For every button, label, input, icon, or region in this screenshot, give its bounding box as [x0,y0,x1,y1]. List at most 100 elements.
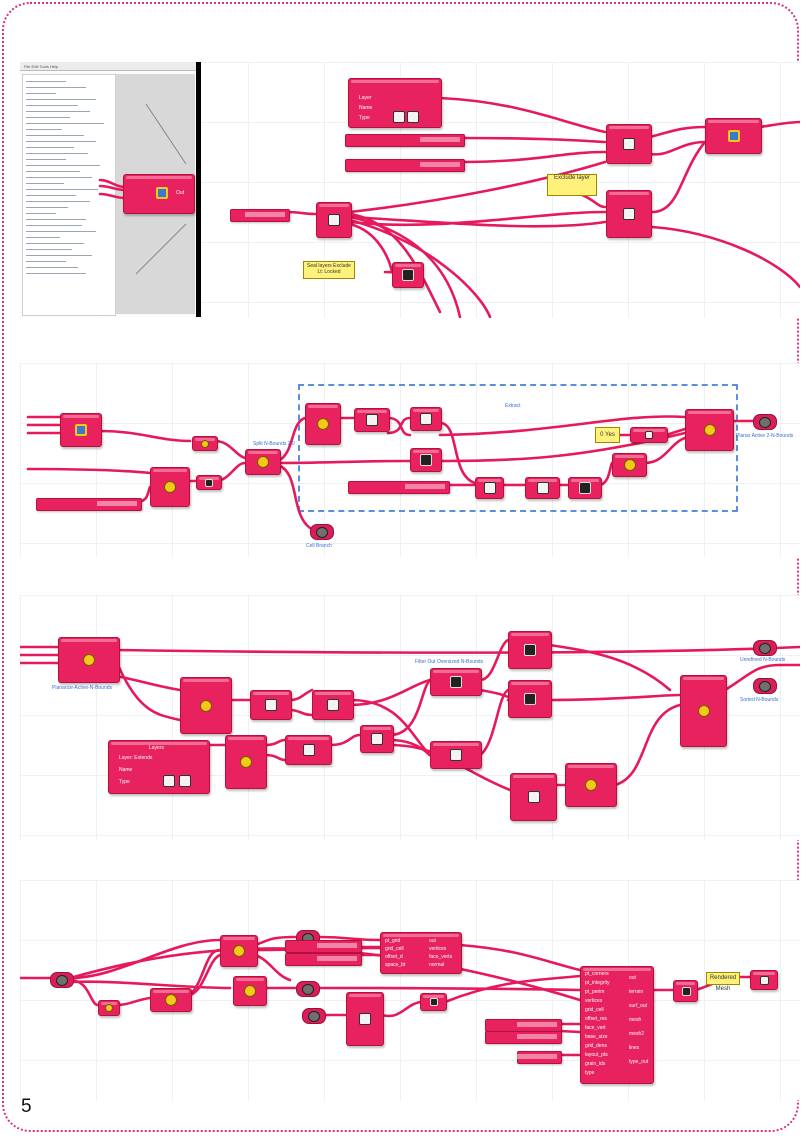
input-param[interactable] [296,981,320,997]
terrain-script-component[interactable]: pt_corners pt_integrity pt_perim vertice… [580,966,654,1084]
layers-component[interactable]: Layers Layer: Extends Name Type [108,740,210,794]
gate-icon [645,431,653,439]
partition-component[interactable] [568,477,602,499]
value-note-text: 0 Yes [600,432,615,438]
port-label: pt_perim [585,989,604,995]
color-component[interactable] [565,763,617,807]
number-slider[interactable] [345,159,465,172]
number-slider[interactable] [36,498,142,511]
list-item-component[interactable] [250,690,292,720]
bake-component[interactable] [392,262,424,288]
list-icon [265,699,277,711]
area-component[interactable] [612,453,647,477]
cull-component[interactable] [360,725,394,753]
layer-swatch-icon [393,111,405,123]
flatten-component[interactable] [410,448,442,472]
note-panel-text: Exclude layer [554,175,590,181]
merge-component[interactable] [685,409,734,451]
number-slider[interactable] [285,953,362,966]
list-item-component[interactable] [354,408,390,432]
explode-component[interactable] [225,735,267,789]
python-output-component[interactable] [705,118,762,154]
port-label: offset_res [585,1016,607,1022]
sort-component[interactable] [508,631,552,669]
output-param[interactable] [753,678,777,694]
small-component[interactable] [196,475,222,490]
cull-component[interactable] [312,690,354,720]
construct-component[interactable] [233,976,267,1006]
input-param[interactable] [50,972,74,988]
small-component[interactable] [420,993,447,1011]
number-component[interactable] [98,1000,120,1016]
split-component[interactable] [245,449,281,475]
dispatch-component[interactable] [525,477,560,499]
point-icon [201,440,209,448]
port-label: lines [629,1045,639,1051]
point-icon [205,479,213,487]
merge-icon [165,994,177,1006]
comment-note-text: Seal layers Exclude Lt: Locked [307,263,351,275]
output-param[interactable] [753,414,777,430]
type-port-label: Type [359,115,370,121]
partition-icon [579,482,591,494]
bounds-icon [528,791,540,803]
port-label: out [629,975,636,981]
port-label: type_out [629,1059,648,1065]
construct-component[interactable] [220,935,258,967]
number-slider[interactable] [485,1031,562,1044]
filter-component[interactable] [606,190,652,238]
python-script-component[interactable]: Out [123,174,195,214]
cull-component[interactable] [410,407,442,431]
list-item-component[interactable] [285,735,332,765]
number-slider[interactable] [348,481,450,494]
layers-title: Layers [149,745,164,751]
small-component[interactable] [192,436,218,451]
dispatch-component[interactable] [430,741,482,769]
python-script-component[interactable] [60,413,102,447]
sort-icon [524,693,536,705]
page-number: 5 [21,1096,32,1118]
sort-component[interactable] [508,680,552,718]
planarize-component[interactable] [58,637,120,683]
number-slider[interactable] [285,940,362,953]
number-slider[interactable] [230,209,290,222]
panel-2-canvas: Extract Split N-Bounds 2.0 Cell Branch [20,363,800,557]
preview-component[interactable] [750,970,778,990]
filter-component[interactable] [430,668,482,696]
explode-icon [240,756,252,768]
merge-component[interactable] [150,988,192,1012]
input-param[interactable] [302,1008,326,1024]
output-param[interactable] [753,640,777,656]
gate-component[interactable] [630,427,668,443]
port-label: normal [429,962,444,968]
mesh-script-component[interactable]: pt_grid grid_cell offset_d space_bt out … [380,932,462,974]
mesh-icon [682,987,691,996]
area-component[interactable] [150,467,190,507]
explode-component[interactable] [305,403,341,445]
transform-component[interactable] [316,202,352,238]
port-label: mesh2 [629,1031,644,1037]
area-icon [164,481,176,493]
port-label: vertices [429,946,446,952]
bounds-component[interactable] [510,773,557,821]
sort-component[interactable] [475,477,504,499]
split-label: Split N-Bounds 2.0 [253,441,295,447]
explode-component[interactable] [180,677,232,734]
filter-label: Filter Out Oversized N-Bounds [415,659,483,665]
python-icon [728,130,740,142]
layers-component[interactable]: Layer Name Type [348,78,442,128]
unrefined-label: Unrefined N-Bounds [740,657,785,663]
planar-label: Planar Active 2-N-Bounds [736,433,793,439]
color-icon [585,779,597,791]
union-component[interactable] [606,124,652,164]
mesh-component[interactable] [673,980,698,1002]
pen-icon [430,998,438,1006]
python-icon [156,187,168,199]
shield-icon [623,208,635,220]
output-param[interactable] [310,524,334,540]
expression-component[interactable] [346,992,384,1046]
port-label: offset_d [385,954,403,960]
number-slider[interactable] [345,134,465,147]
number-slider[interactable] [517,1051,562,1064]
merge-component[interactable] [680,675,727,747]
